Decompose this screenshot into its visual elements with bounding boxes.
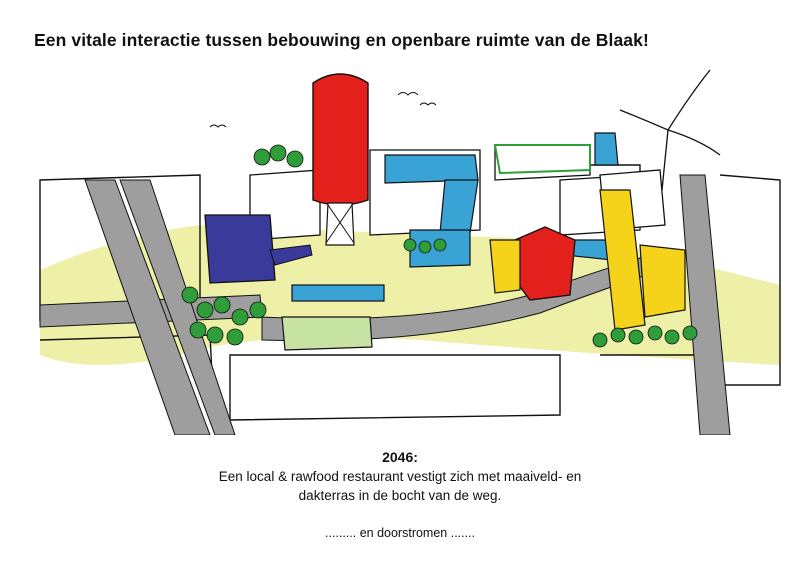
page-title: Een vitale interactie tussen bebouwing e… bbox=[34, 30, 649, 50]
yellow-building bbox=[489, 189, 686, 331]
trees bbox=[181, 144, 698, 348]
caption: 2046: Een local & rawfood restaurant ves… bbox=[0, 448, 800, 543]
caption-line-1: Een local & rawfood restaurant vestigt z… bbox=[218, 469, 582, 484]
urban-sketch-illustration bbox=[39, 69, 781, 435]
wind-turbine bbox=[619, 69, 721, 191]
red-restaurant bbox=[514, 226, 576, 301]
red-tower bbox=[312, 73, 369, 246]
purple-building bbox=[204, 214, 313, 284]
green-greenhouse bbox=[281, 144, 591, 351]
caption-closing: ......... en doorstromen ....... bbox=[324, 526, 476, 540]
caption-line-2: dakterras in de bocht van de weg. bbox=[298, 488, 502, 503]
birds bbox=[209, 92, 437, 128]
caption-year: 2046: bbox=[382, 449, 418, 465]
water-basin bbox=[291, 284, 385, 302]
blue-buildings bbox=[384, 132, 619, 268]
